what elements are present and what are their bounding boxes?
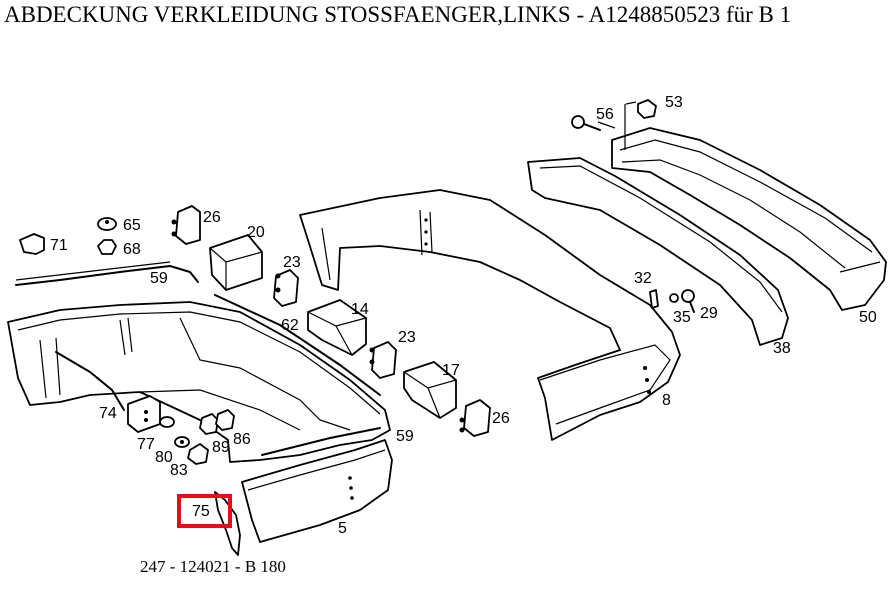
label-62: 62	[281, 317, 299, 334]
part-29-screw[interactable]	[681, 289, 695, 313]
part-59-strip-lower[interactable]	[261, 427, 381, 456]
part-23-bracket-lower[interactable]	[369, 341, 397, 379]
part-77-bracket[interactable]	[127, 395, 161, 433]
part-62-strip[interactable]	[214, 294, 381, 396]
label-17: 17	[442, 362, 460, 379]
part-5-bumper-assembly[interactable]	[7, 301, 391, 463]
part-35-washer[interactable]	[669, 293, 679, 303]
label-29: 29	[700, 305, 718, 322]
label-65: 65	[123, 217, 141, 234]
label-14: 14	[351, 301, 369, 318]
part-23-bracket-upper[interactable]	[273, 269, 299, 307]
label-75[interactable]: 75	[192, 503, 210, 520]
label-26-upper: 26	[203, 209, 221, 226]
part-56-screw[interactable]	[571, 115, 601, 131]
label-53: 53	[665, 94, 683, 111]
label-59-lower: 59	[396, 428, 414, 445]
part-68-grommet[interactable]	[97, 239, 117, 255]
label-38: 38	[773, 340, 791, 357]
part-74-cable[interactable]	[55, 351, 125, 411]
part-80-washer[interactable]	[159, 416, 175, 428]
label-71: 71	[50, 237, 68, 254]
part-86-nut[interactable]	[215, 409, 235, 431]
label-32: 32	[634, 270, 652, 287]
label-20: 20	[247, 224, 265, 241]
label-77: 77	[137, 436, 155, 453]
part-32-clip[interactable]	[649, 289, 659, 309]
part-89-nut[interactable]	[199, 413, 219, 435]
part-26-bracket-lower[interactable]	[459, 399, 491, 437]
label-50: 50	[859, 309, 877, 326]
part-50-bumper-cover[interactable]	[611, 127, 887, 311]
part-14-block[interactable]	[307, 299, 367, 356]
label-5: 5	[338, 520, 347, 537]
part-83-washer[interactable]	[174, 436, 190, 448]
part-5-bumper-cover[interactable]	[241, 439, 393, 543]
diagram-title: ABDECKUNG VERKLEIDUNG STOSSFAENGER,LINKS…	[4, 2, 792, 27]
label-35: 35	[673, 309, 691, 326]
diagram-caption: 247 - 124021 - B 180	[140, 557, 286, 576]
part-75-end-cap[interactable]	[214, 491, 241, 556]
highlight-box	[177, 494, 232, 528]
label-59-upper: 59	[150, 270, 168, 287]
label-23-lower: 23	[398, 329, 416, 346]
label-23-upper: 23	[283, 254, 301, 271]
part-26-bracket-upper[interactable]	[171, 205, 201, 245]
label-74: 74	[99, 405, 117, 422]
part-8-bumper[interactable]	[299, 189, 681, 441]
label-83: 83	[170, 462, 188, 479]
label-86: 86	[233, 431, 251, 448]
part-65-nut[interactable]	[97, 217, 117, 231]
part-71-clip[interactable]	[19, 233, 45, 255]
label-68: 68	[123, 241, 141, 258]
label-8: 8	[662, 392, 671, 409]
label-89: 89	[212, 439, 230, 456]
part-38-trim-strip[interactable]	[527, 157, 789, 346]
part-17-block[interactable]	[403, 361, 457, 419]
label-80: 80	[155, 449, 173, 466]
label-26-lower: 26	[492, 410, 510, 427]
part-20-block[interactable]	[209, 234, 263, 291]
part-59-strip-upper[interactable]	[15, 261, 199, 286]
part-53-nut[interactable]	[637, 99, 657, 119]
label-56: 56	[596, 106, 614, 123]
part-89-nut-lower[interactable]	[187, 443, 209, 465]
